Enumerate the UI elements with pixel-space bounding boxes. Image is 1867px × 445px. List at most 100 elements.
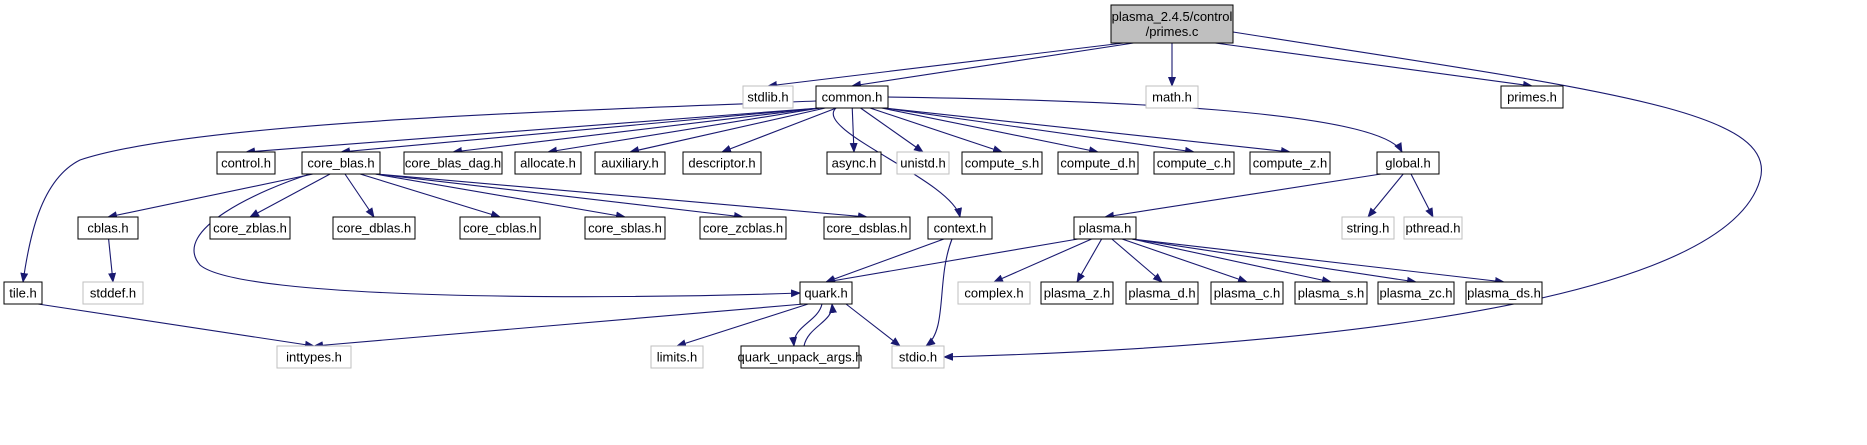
- node-compute-z[interactable]: compute_z.h: [1249, 151, 1331, 175]
- node-core-zblas[interactable]: core_zblas.h: [209, 216, 291, 240]
- node-label: core_dsblas.h: [827, 221, 908, 236]
- edge-common-to-control: [245, 107, 821, 156]
- edge-quark-to-inttypes: [313, 303, 805, 350]
- node-box: [1145, 85, 1199, 109]
- node-box: [1073, 216, 1137, 240]
- node-box: [1110, 4, 1234, 44]
- edge-core_blas-to-core_dsblas: [375, 173, 868, 221]
- edge-line: [375, 173, 868, 221]
- node-box: [1403, 216, 1463, 240]
- edge-line: [37, 303, 315, 349]
- node-plasma-s[interactable]: plasma_s.h: [1294, 281, 1368, 305]
- node-common[interactable]: common.h: [815, 85, 889, 109]
- node-compute-s[interactable]: compute_s.h: [961, 151, 1043, 175]
- node-box: [891, 345, 945, 369]
- edge-quark_unpack_args-to-quark: [803, 303, 837, 347]
- node-primes[interactable]: primes.h: [1500, 85, 1564, 109]
- edge-common-to-compute_s: [869, 107, 1003, 153]
- edge-line: [1111, 238, 1163, 283]
- node-box: [82, 281, 144, 305]
- node-label: primes.h: [1507, 90, 1557, 105]
- node-box: [961, 151, 1043, 175]
- edge-line: [869, 107, 1003, 153]
- edge-common-to-descriptor: [721, 107, 837, 153]
- node-plasma-z[interactable]: plasma_z.h: [1040, 281, 1114, 305]
- edges-layer: [20, 31, 1762, 361]
- edge-line: [375, 173, 744, 220]
- node-core-zcblas[interactable]: core_zcblas.h: [699, 216, 787, 240]
- node-box: [823, 216, 911, 240]
- node-cblas[interactable]: cblas.h: [77, 216, 139, 240]
- node-plasma-c[interactable]: plasma_c.h: [1210, 281, 1284, 305]
- edge-plasma-to-plasma_s: [1131, 238, 1332, 285]
- node-quark-unpack-args[interactable]: quark_unpack_args.h: [737, 345, 863, 369]
- node-tile[interactable]: tile.h: [3, 281, 43, 305]
- node-label: complex.h: [964, 286, 1023, 301]
- edge-line: [832, 107, 962, 218]
- node-label: /primes.c: [1146, 24, 1199, 39]
- edge-global-to-string: [1367, 173, 1404, 218]
- node-global[interactable]: global.h: [1376, 151, 1440, 175]
- node-label: core_cblas.h: [463, 221, 537, 236]
- edge-line: [925, 238, 953, 347]
- node-core-blas-dag[interactable]: core_blas_dag.h: [403, 151, 503, 175]
- edge-quark-to-quark_unpack_args: [789, 303, 823, 347]
- node-allocate[interactable]: allocate.h: [514, 151, 582, 175]
- edge-line: [789, 303, 823, 347]
- node-quark[interactable]: quark.h: [799, 281, 853, 305]
- node-plasma-ds[interactable]: plasma_ds.h: [1465, 281, 1543, 305]
- node-label: plasma_z.h: [1044, 286, 1110, 301]
- node-stdio: stdio.h: [891, 345, 945, 369]
- edge-line: [1215, 42, 1533, 89]
- edge-plasma-to-complex: [993, 238, 1092, 283]
- node-label: cblas.h: [87, 221, 128, 236]
- node-label: unistd.h: [900, 156, 946, 171]
- edge-common-to-async: [849, 107, 858, 153]
- node-core-dsblas[interactable]: core_dsblas.h: [823, 216, 911, 240]
- node-core-dblas[interactable]: core_dblas.h: [332, 216, 416, 240]
- node-compute-d[interactable]: compute_d.h: [1057, 151, 1139, 175]
- edge-common-to-tile: [20, 100, 817, 283]
- node-root[interactable]: plasma_2.4.5/control/primes.c: [1110, 4, 1234, 44]
- edge-line: [1367, 173, 1404, 218]
- node-label: descriptor.h: [688, 156, 755, 171]
- edge-line: [249, 173, 331, 218]
- node-async[interactable]: async.h: [826, 151, 882, 175]
- node-label: core_dblas.h: [337, 221, 411, 236]
- edge-common-to-compute_c: [883, 107, 1195, 155]
- node-box: [1210, 281, 1284, 305]
- edge-line: [849, 107, 858, 153]
- node-compute-c[interactable]: compute_c.h: [1153, 151, 1235, 175]
- node-stdlib: stdlib.h: [742, 85, 794, 109]
- node-core-blas[interactable]: core_blas.h: [301, 151, 381, 175]
- edge-core_blas-to-cblas: [107, 173, 314, 220]
- edge-line: [108, 238, 117, 283]
- node-label: limits.h: [657, 350, 697, 365]
- node-box: [1376, 151, 1440, 175]
- node-limits: limits.h: [650, 345, 704, 369]
- node-box: [332, 216, 416, 240]
- node-plasma[interactable]: plasma.h: [1073, 216, 1137, 240]
- node-descriptor[interactable]: descriptor.h: [682, 151, 762, 175]
- node-auxiliary[interactable]: auxiliary.h: [594, 151, 666, 175]
- node-label: compute_z.h: [1253, 156, 1327, 171]
- edge-line: [1131, 238, 1505, 285]
- node-label: pthread.h: [1406, 221, 1461, 236]
- node-core-sblas[interactable]: core_sblas.h: [584, 216, 666, 240]
- node-plasma-zc[interactable]: plasma_zc.h: [1377, 281, 1455, 305]
- node-label: compute_d.h: [1060, 156, 1135, 171]
- node-box: [1153, 151, 1235, 175]
- node-box: [799, 281, 853, 305]
- node-control[interactable]: control.h: [216, 151, 276, 175]
- node-label: plasma_zc.h: [1380, 286, 1453, 301]
- node-box: [594, 151, 666, 175]
- node-plasma-d[interactable]: plasma_d.h: [1125, 281, 1199, 305]
- node-label: core_blas.h: [307, 156, 374, 171]
- node-box: [740, 345, 860, 369]
- edge-line: [193, 173, 801, 298]
- node-label: plasma_d.h: [1128, 286, 1195, 301]
- edge-line: [943, 31, 1762, 361]
- node-core-cblas[interactable]: core_cblas.h: [459, 216, 541, 240]
- node-context[interactable]: context.h: [927, 216, 993, 240]
